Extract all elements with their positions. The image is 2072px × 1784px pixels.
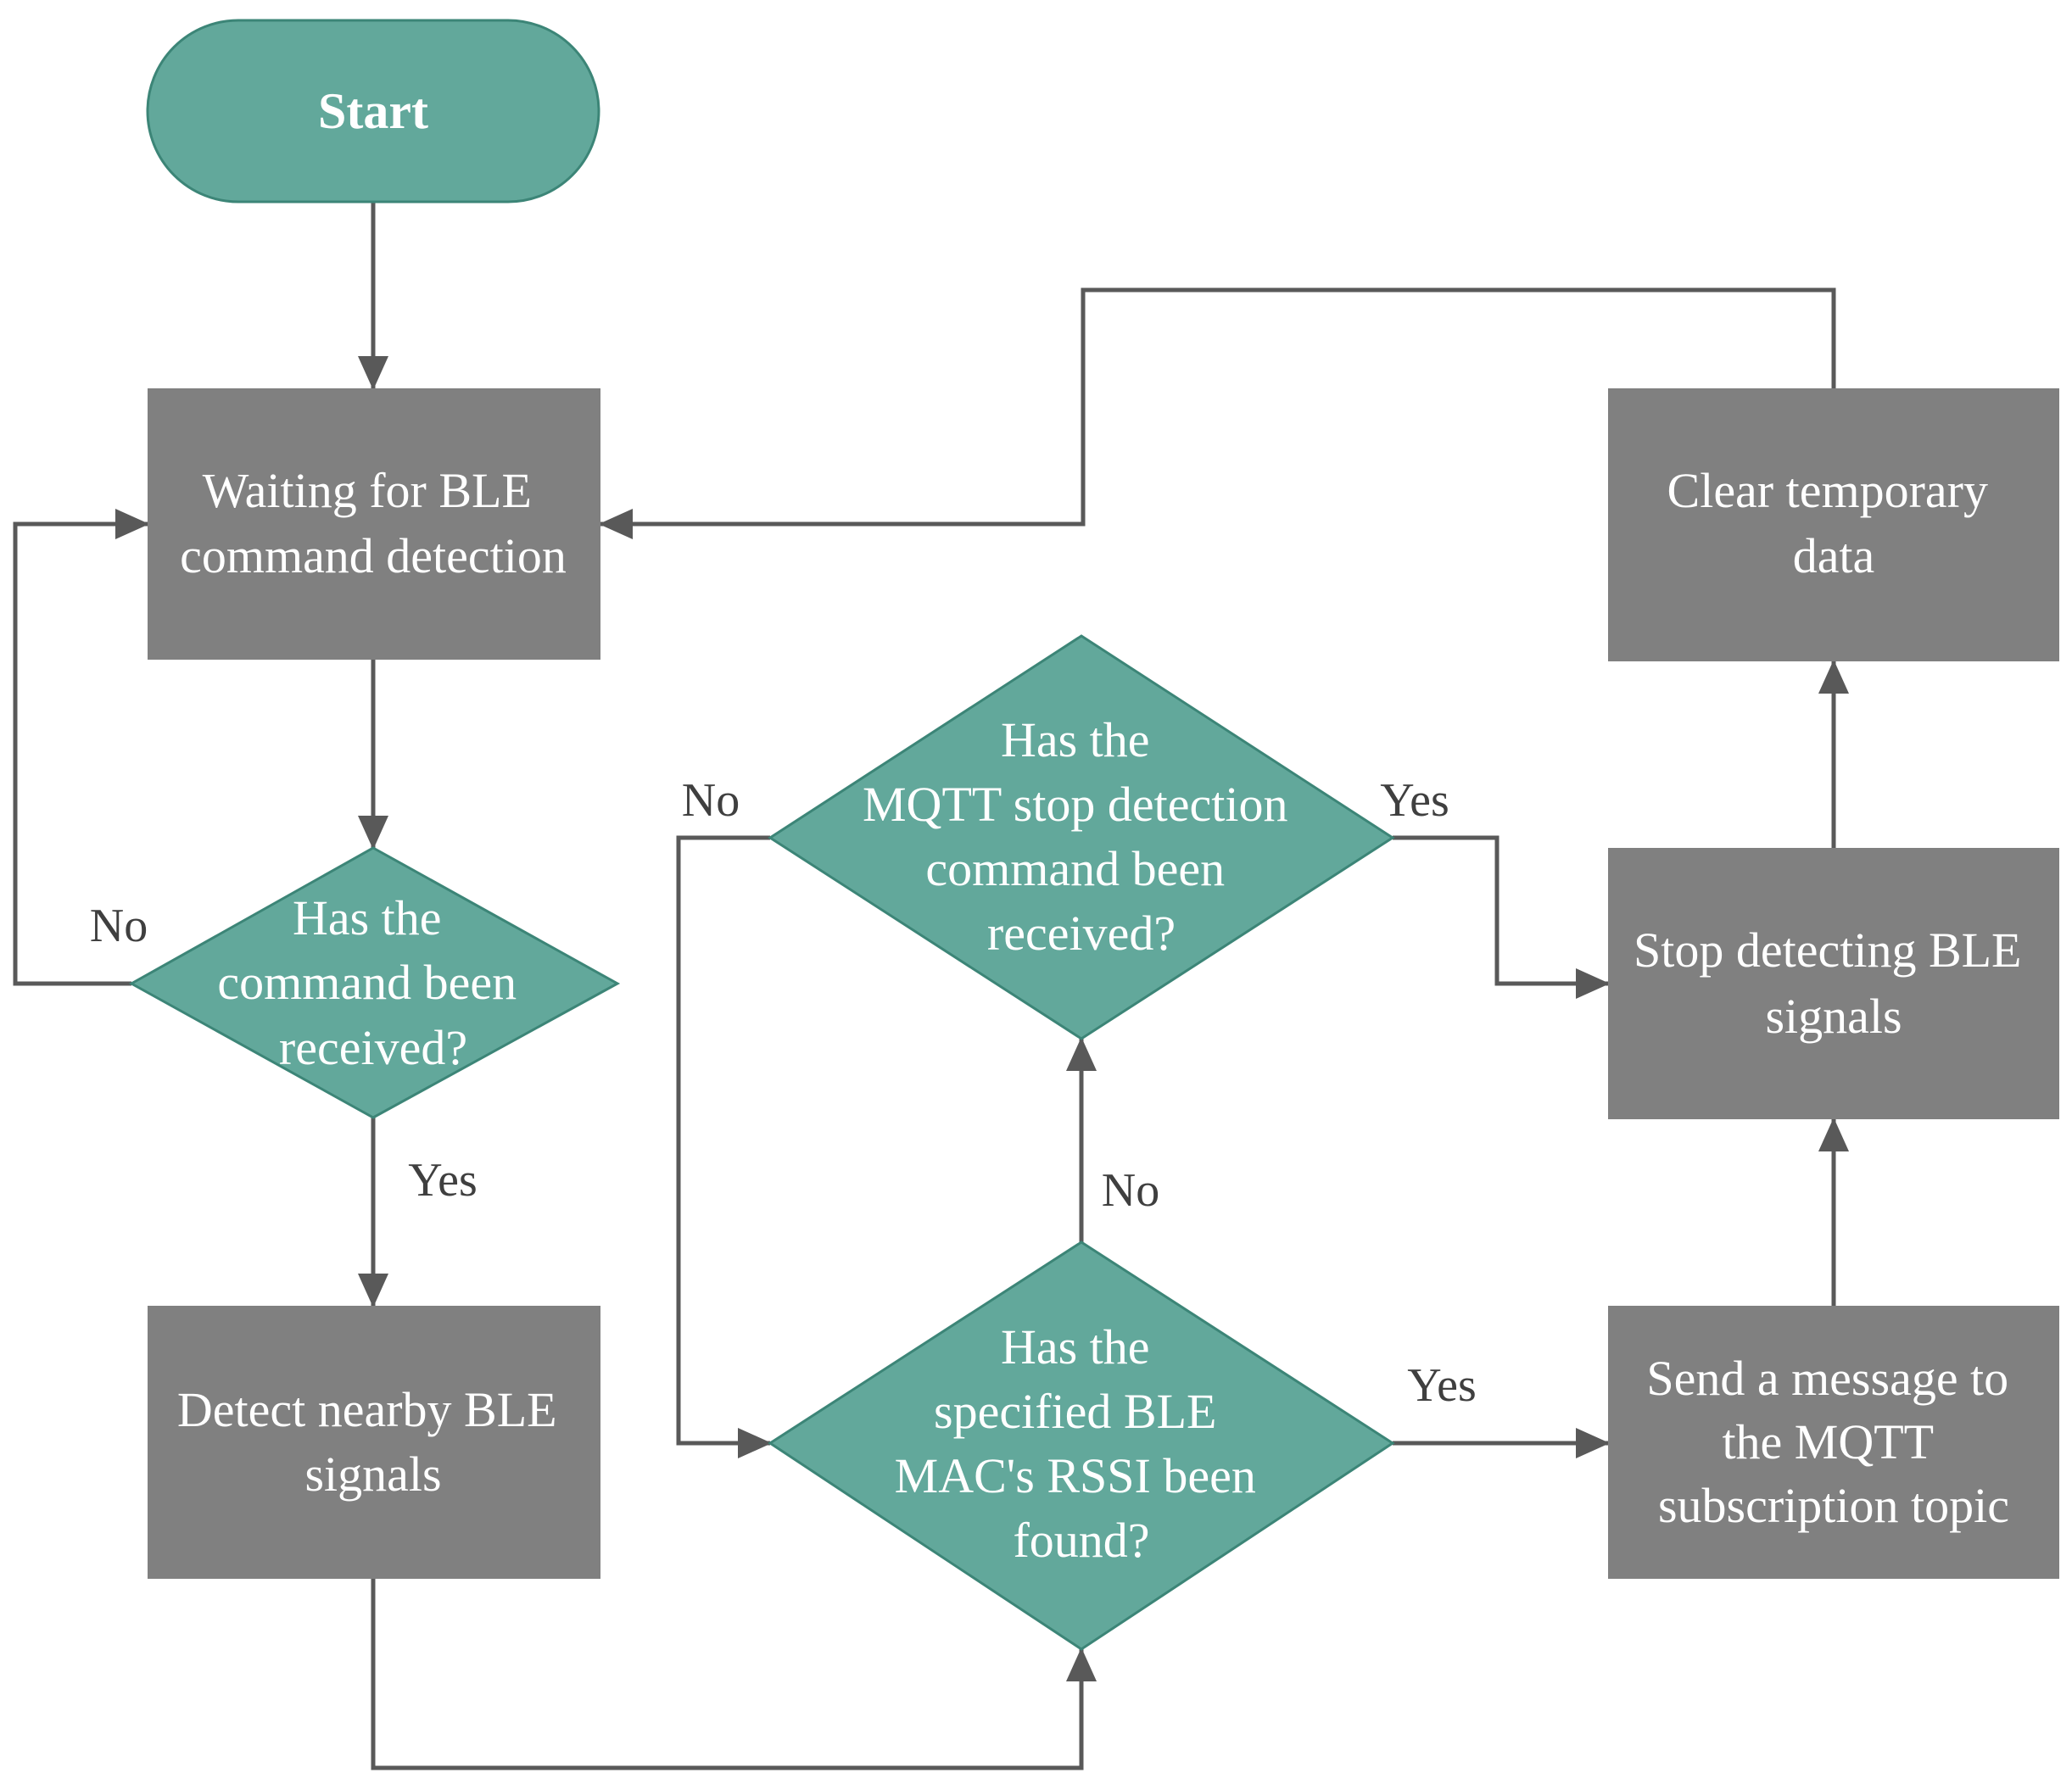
start-label: Start — [318, 83, 428, 139]
rssi-found-label: Has the specified BLE MAC's RSSI been fo… — [895, 1319, 1269, 1568]
stop-detecting-label: Stop detecting BLE signals — [1634, 923, 2034, 1044]
label-rssi-yes: Yes — [1407, 1359, 1476, 1412]
label-mqtt-stop-no: No — [682, 774, 740, 827]
command-received-label: Has the command been received? — [217, 890, 528, 1075]
mqtt-stop-label: Has the MQTT stop detection command been… — [863, 712, 1300, 961]
node-detect-nearby-ble: Detect nearby BLE signals — [148, 1306, 600, 1579]
edge-mqtt-stop-no-to-rssi-found — [676, 835, 772, 1458]
label-mqtt-stop-yes: Yes — [1380, 774, 1449, 827]
label-command-no: No — [90, 900, 148, 952]
node-waiting-for-ble-command: Waiting for BLE command detection — [148, 388, 600, 660]
node-start: Start — [146, 19, 600, 203]
label-rssi-no: No — [1102, 1164, 1159, 1217]
detect-label: Detect nearby BLE signals — [177, 1382, 569, 1502]
send-message-label: Send a message to the MQTT subscription … — [1646, 1351, 2020, 1533]
edge-labels: No Yes No Yes No Yes — [90, 774, 1477, 1412]
edge-clear-data-to-wait — [599, 287, 1836, 539]
node-command-received-decision: Has the command been received? — [128, 846, 621, 1119]
node-rssi-found-decision: Has the specified BLE MAC's RSSI been fo… — [768, 1240, 1395, 1651]
edges — [13, 202, 1849, 1770]
waiting-label: Waiting for BLE command detection — [180, 463, 567, 583]
node-mqtt-stop-decision: Has the MQTT stop detection command been… — [768, 634, 1395, 1040]
clear-data-label: Clear temporary data — [1667, 463, 2001, 583]
node-send-mqtt-message: Send a message to the MQTT subscription … — [1608, 1306, 2059, 1579]
node-stop-detecting-ble: Stop detecting BLE signals — [1608, 848, 2059, 1119]
edge-cmd-received-no-to-wait — [13, 509, 149, 986]
edge-mqtt-stop-yes-to-stop-detect — [1393, 835, 1610, 999]
node-clear-temporary-data: Clear temporary data — [1608, 388, 2059, 661]
label-command-yes: Yes — [408, 1154, 477, 1207]
edge-detect-to-rssi-found — [371, 1579, 1097, 1770]
